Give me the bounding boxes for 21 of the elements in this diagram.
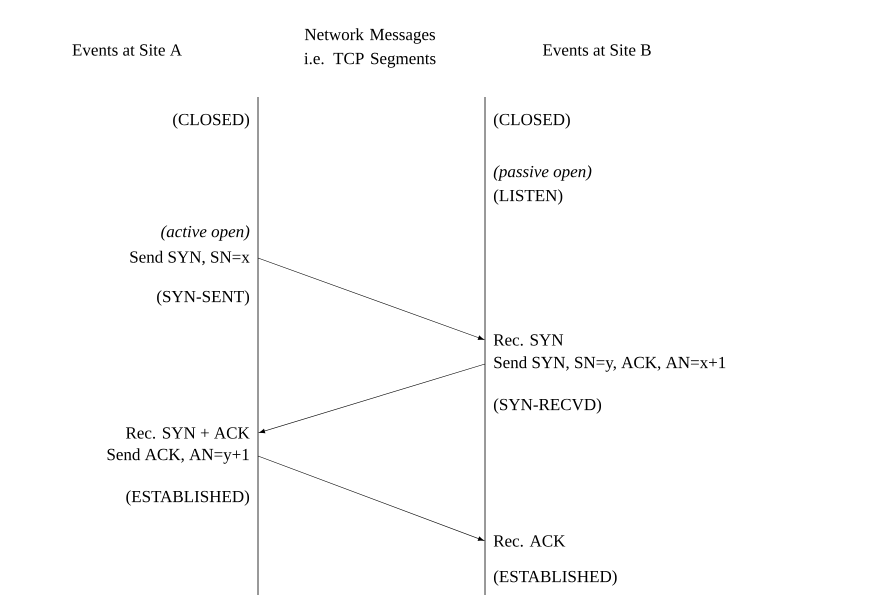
event-text: Send ACK, AN=y+1 <box>108 448 249 464</box>
event-text: Rec. SYN + ACK <box>126 427 250 439</box>
message-arrow <box>258 456 484 541</box>
state-text: (CLOSED) <box>494 113 570 129</box>
column-heading: Events at Site A <box>72 44 182 56</box>
event-text: Send SYN, SN=y, ACK, AN=x+1 <box>494 356 726 372</box>
state-text: (ESTABLISHED) <box>126 490 250 506</box>
event-text: Send SYN, SN=x <box>130 250 250 266</box>
state-text: (ESTABLISHED) <box>494 570 617 586</box>
column-heading: Network Messages i.e. TCP Segments <box>304 28 436 68</box>
state-text: (CLOSED) <box>173 113 250 129</box>
message-arrow <box>258 364 486 434</box>
column-heading: Events at Site B <box>542 44 651 56</box>
message-arrow <box>258 258 484 340</box>
event-text: Rec. ACK <box>494 535 566 547</box>
state-text: (passive open) <box>494 165 592 181</box>
state-text: (active open) <box>161 225 250 241</box>
state-text: (SYN-RECVD) <box>494 398 602 414</box>
state-text: (SYN-SENT) <box>157 290 250 306</box>
state-text: (LISTEN) <box>494 189 562 205</box>
event-text: Rec. SYN <box>494 334 564 346</box>
